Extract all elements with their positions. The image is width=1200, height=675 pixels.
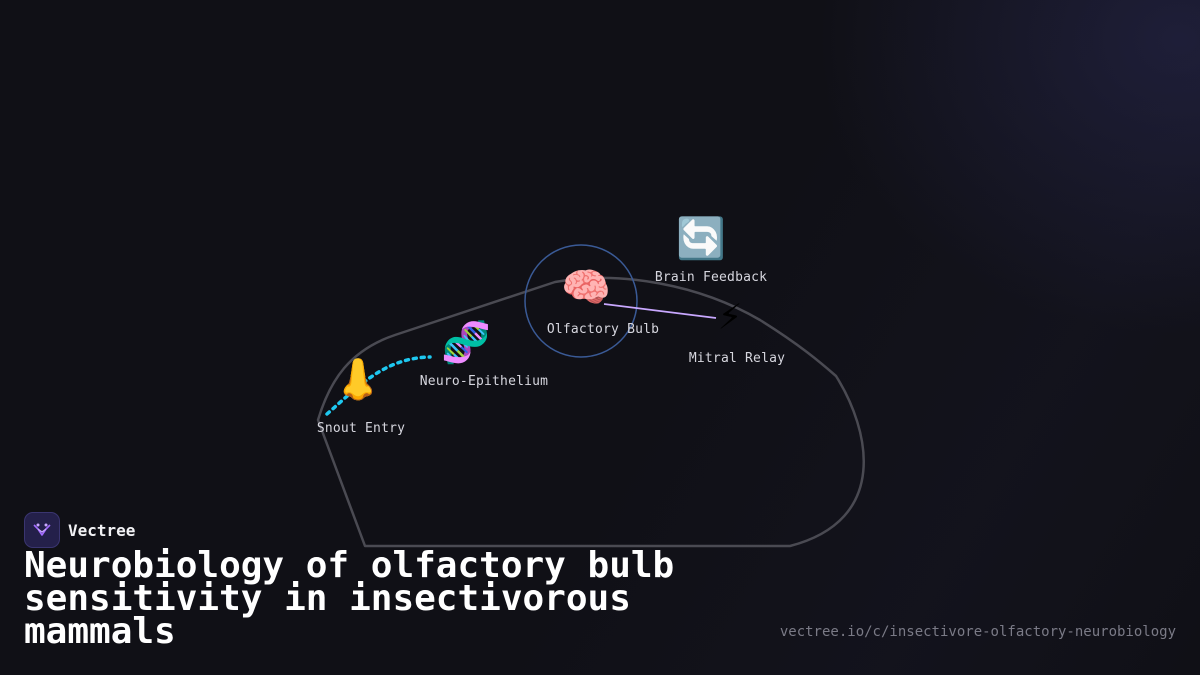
cycle-arrows-icon: 🔄 (676, 216, 726, 262)
nose-icon: 👃 (333, 357, 383, 403)
brain-icon: 🧠 (561, 265, 611, 311)
vectree-logo-icon (24, 512, 60, 548)
connector-snout-epithelium (325, 355, 432, 416)
brand-name: Vectree (68, 520, 136, 540)
node-label-brain-feedback: Brain Feedback (654, 270, 768, 285)
node-label-neuro-epithelium: Neuro-Epithelium (419, 374, 549, 389)
brand: Vectree (24, 512, 135, 548)
node-label-snout-entry: Snout Entry (316, 421, 406, 436)
lightning-icon: ⚡ (717, 293, 743, 339)
node-label-mitral-relay: Mitral Relay (688, 351, 786, 366)
head-outline (316, 276, 865, 548)
olfactory-bulb-ring (524, 244, 638, 358)
node-label-olfactory-bulb: Olfactory Bulb (546, 322, 660, 337)
connector-bulb-mitral (603, 303, 717, 319)
page-title: Neurobiology of olfactory bulb sensitivi… (24, 545, 675, 652)
page-url: vectree.io/c/insectivore-olfactory-neuro… (779, 624, 1176, 640)
dna-icon: 🧬 (441, 320, 491, 366)
